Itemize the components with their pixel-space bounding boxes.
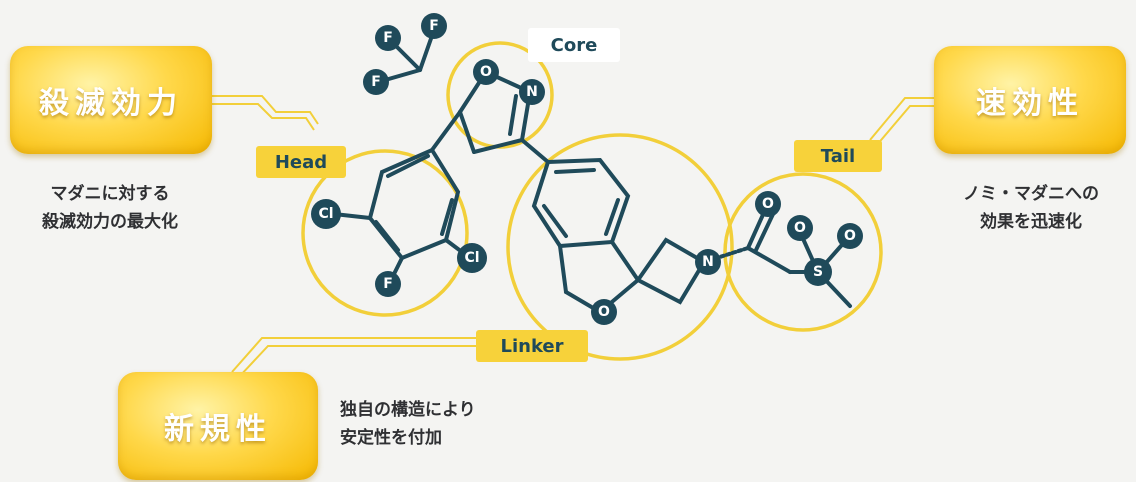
atom-label-cl-1: Cl [318,206,333,222]
atom-label-n-1: N [526,84,538,100]
head-label: Head [256,146,346,178]
atom-label-n-2: N [702,254,714,270]
tail-circle [723,172,883,332]
tail-label: Tail [794,140,882,172]
atom-f-2 [421,13,447,39]
kill-connector [212,95,319,131]
head-circle [301,149,469,317]
atom-label-o-5: O [844,228,856,244]
atom-label-cl-2: Cl [464,250,479,266]
molecule-bonds [332,28,852,314]
atom-n-1 [519,79,545,105]
novelty-description-line-2: 安定性を付加 [340,428,442,448]
fast-acting-description-line-1: ノミ・マダニへの [963,184,1099,204]
atom-label-o-2: O [598,304,610,320]
core-label: Core [528,28,620,62]
novelty-badge: 新規性 [118,372,318,480]
novelty-description: 独自の構造により 安定性を付加 [340,396,560,452]
kill-efficacy-description-line-1: マダニに対する [50,184,170,204]
kill-efficacy-badge: 殺滅効力 [10,46,212,154]
atom-o-5 [837,223,863,249]
linker-label: Linker [476,330,588,362]
linker-circle [506,133,734,361]
atom-label-f-2: F [429,18,439,34]
fast-acting-description-line-2: 効果を迅速化 [980,212,1082,232]
novelty-description-line-1: 独自の構造により [340,400,476,420]
atom-label-f-4: F [383,276,393,292]
atom-n-2 [695,249,721,275]
atom-cl-2 [457,243,487,273]
atom-label-o-3: O [762,196,774,212]
atom-f-4 [375,271,401,297]
atom-label-o-1: O [480,64,492,80]
atom-labels: F F F O N Cl Cl F O N O O O S [318,18,856,320]
atom-cl-1 [311,199,341,229]
atom-label-f-1: F [383,30,393,46]
molecule-atoms [311,13,863,325]
kill-efficacy-description: マダニに対する 殺滅効力の最大化 [10,180,210,236]
atom-s [804,258,832,286]
fast-connector [869,97,936,147]
atom-o-1 [473,59,499,85]
atom-f-3 [363,69,389,95]
atom-f-1 [375,25,401,51]
kill-efficacy-description-line-2: 殺滅効力の最大化 [42,212,178,232]
atom-o-3 [755,191,781,217]
atom-o-2 [591,299,617,325]
atom-o-4 [787,215,813,241]
atom-label-o-4: O [794,220,806,236]
atom-label-f-3: F [371,74,381,90]
fast-acting-description: ノミ・マダニへの 効果を迅速化 [934,180,1128,236]
atom-label-s: S [813,264,823,280]
novel-connector [231,337,478,379]
fast-acting-badge: 速効性 [934,46,1126,154]
